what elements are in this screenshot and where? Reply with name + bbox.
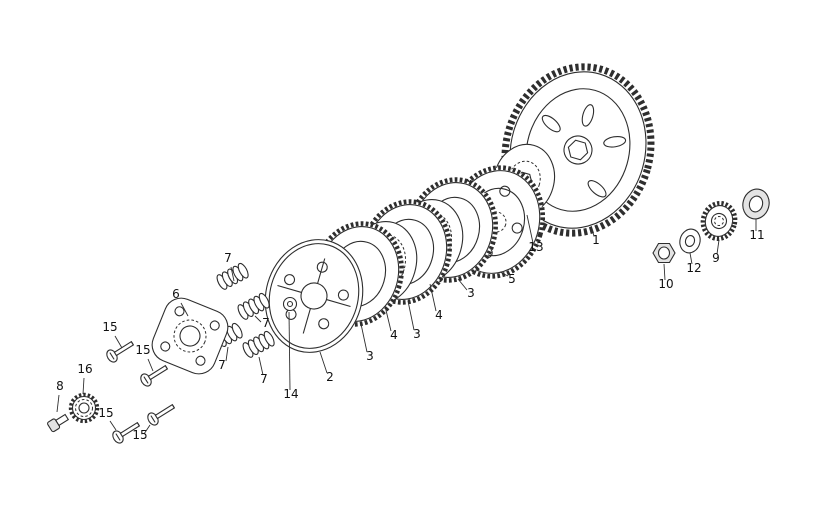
part-label-6: 6 [172,287,180,301]
part-label-7: 7 [260,372,268,386]
leader-line [499,271,509,277]
leader-line [429,283,437,312]
leader-line [526,214,534,244]
leader-line [384,305,392,332]
leader-line [180,302,189,317]
part-label-10: 10 [658,277,673,291]
lock-nut [652,242,676,264]
part-label-13: 13 [528,240,543,254]
pressure-plate [264,239,364,353]
leader-line [407,300,415,331]
part-label-8: 8 [56,379,64,393]
part-label-4: 4 [390,328,398,342]
leader-line [82,377,85,395]
part-label-12: 12 [686,261,701,275]
part-label-7: 7 [224,251,232,265]
pushrod-cap [282,296,298,312]
part-label-3: 3 [467,286,475,300]
leader-line [590,225,595,237]
leader-line [288,311,291,391]
part-label-4: 4 [435,308,443,322]
part-label-5: 5 [508,272,516,286]
screw [145,400,178,428]
screw [138,361,171,389]
spacer [742,188,770,220]
part-label-3: 3 [366,349,374,363]
part-label-7: 7 [218,358,226,372]
leader-line [258,356,264,376]
part-label-16: 16 [77,362,92,376]
part-label-15: 15 [135,343,150,357]
part-label-14: 14 [283,387,298,401]
washer [679,228,701,254]
part-label-11: 11 [749,228,764,242]
part-label-2: 2 [326,370,334,384]
leader-line [254,315,262,323]
leader-line [109,420,117,431]
leader-line [457,278,468,291]
part-label-3: 3 [413,327,421,341]
primary-gear [700,200,738,242]
part-label-7: 7 [262,316,270,330]
leader-line [114,335,123,349]
leader-line [147,358,154,372]
leader-line [56,394,60,413]
bolt [47,413,70,433]
part-label-1: 1 [592,233,600,247]
leader-line [689,252,693,265]
bearing [68,392,100,424]
leader-line [360,323,368,353]
leader-line [663,263,666,281]
leader-line [225,346,229,362]
spring-plate [151,297,229,375]
part-label-9: 9 [712,251,720,265]
leader-line [716,239,720,255]
leader-line [230,266,235,282]
leader-line [143,424,151,435]
part-label-15: 15 [98,406,113,420]
part-label-15: 15 [102,320,117,334]
clutch-spring [240,329,277,360]
screw [104,337,137,365]
leader-line [319,351,328,374]
part-label-15: 15 [132,428,147,442]
